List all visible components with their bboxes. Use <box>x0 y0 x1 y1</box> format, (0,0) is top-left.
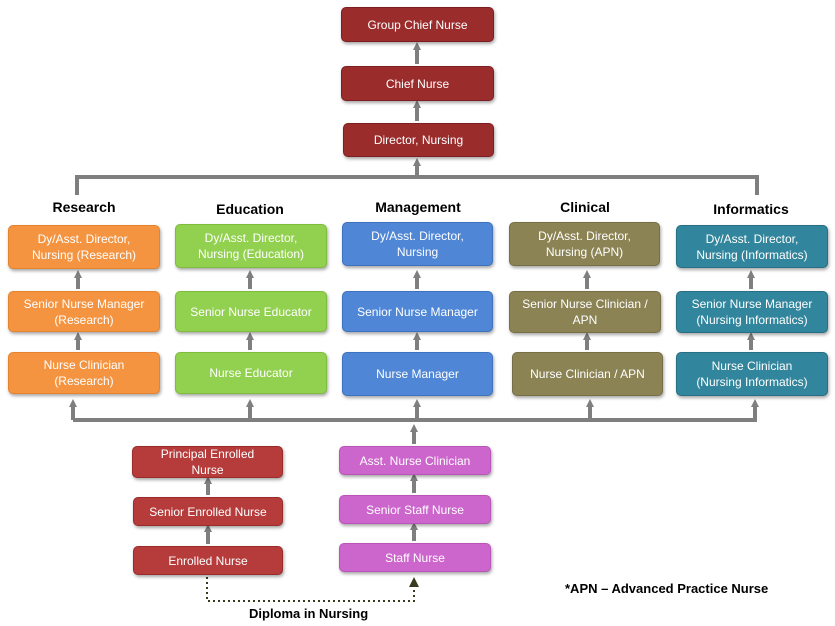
principal-enrolled-nurse-box: Principal Enrolled Nurse <box>132 446 283 478</box>
heading-research: Research <box>52 199 116 215</box>
heading-clinical: Clinical <box>560 199 610 215</box>
education-senior-educator-label: Senior Nurse Educator <box>190 304 312 319</box>
management-dy-director-label: Dy/Asst. Director, Nursing <box>371 229 464 259</box>
management-senior-manager-label: Senior Nurse Manager <box>357 304 478 319</box>
asst-nurse-clinician-label: Asst. Nurse Clinician <box>359 453 471 468</box>
research-clinician-box: Nurse Clinician (Research) <box>8 352 160 394</box>
research-senior-manager-box: Senior Nurse Manager (Research) <box>8 291 160 332</box>
principal-enrolled-nurse-label: Principal Enrolled Nurse <box>160 447 255 477</box>
senior-enrolled-nurse-box: Senior Enrolled Nurse <box>133 497 283 526</box>
staff-nurse-label: Staff Nurse <box>385 550 445 565</box>
education-educator-box: Nurse Educator <box>175 352 327 394</box>
management-manager-box: Nurse Manager <box>342 352 493 396</box>
research-clinician-label: Nurse Clinician (Research) <box>43 358 125 388</box>
top-bracket <box>75 175 759 195</box>
group-chief-nurse-box: Group Chief Nurse <box>341 7 494 42</box>
heading-informatics: Informatics <box>713 201 789 217</box>
senior-enrolled-nurse-label: Senior Enrolled Nurse <box>149 504 267 519</box>
informatics-senior-manager-box: Senior Nurse Manager (Nursing Informatic… <box>676 291 828 333</box>
informatics-dy-director-label: Dy/Asst. Director, Nursing (Informatics) <box>696 231 808 262</box>
research-dy-director-box: Dy/Asst. Director, Nursing (Research) <box>8 225 160 269</box>
education-senior-educator-box: Senior Nurse Educator <box>175 291 327 332</box>
diploma-label: Diploma in Nursing <box>249 606 369 621</box>
clinical-dy-director-label: Dy/Asst. Director, Nursing (APN) <box>538 229 631 259</box>
heading-management: Management <box>375 199 461 215</box>
apn-footnote: *APN – Advanced Practice Nurse <box>565 581 769 596</box>
director-nursing-label: Director, Nursing <box>373 133 464 147</box>
enrolled-nurse-box: Enrolled Nurse <box>133 546 283 575</box>
management-dy-director-box: Dy/Asst. Director, Nursing <box>342 222 493 266</box>
group-chief-nurse-label: Group Chief Nurse <box>367 17 468 32</box>
enrolled-nurse-label: Enrolled Nurse <box>168 553 248 568</box>
management-senior-manager-box: Senior Nurse Manager <box>342 291 493 332</box>
informatics-clinician-box: Nurse Clinician (Nursing Informatics) <box>676 352 828 396</box>
education-educator-label: Nurse Educator <box>209 366 293 380</box>
senior-staff-nurse-box: Senior Staff Nurse <box>339 495 491 524</box>
clinical-senior-clinician-box: Senior Nurse Clinician / APN <box>509 291 661 333</box>
heading-education: Education <box>216 201 284 217</box>
senior-staff-nurse-label: Senior Staff Nurse <box>366 502 464 517</box>
research-dy-director-label: Dy/Asst. Director, Nursing (Research) <box>31 232 137 262</box>
informatics-clinician-label: Nurse Clinician (Nursing Informatics) <box>696 359 808 389</box>
informatics-dy-director-box: Dy/Asst. Director, Nursing (Informatics) <box>676 225 828 268</box>
clinical-clinician-label: Nurse Clinician / APN <box>530 367 645 381</box>
education-dy-director-box: Dy/Asst. Director, Nursing (Education) <box>175 224 327 268</box>
clinical-senior-clinician-label: Senior Nurse Clinician / APN <box>522 297 648 327</box>
clinical-dy-director-box: Dy/Asst. Director, Nursing (APN) <box>509 222 660 266</box>
management-manager-label: Nurse Manager <box>376 367 459 381</box>
clinical-clinician-box: Nurse Clinician / APN <box>512 352 663 396</box>
chief-nurse-label: Chief Nurse <box>385 76 450 91</box>
staff-nurse-box: Staff Nurse <box>339 543 491 572</box>
asst-nurse-clinician-box: Asst. Nurse Clinician <box>339 446 491 475</box>
director-nursing-box: Director, Nursing <box>343 123 494 157</box>
education-dy-director-label: Dy/Asst. Director, Nursing (Education) <box>197 231 305 261</box>
diploma-path <box>206 577 419 602</box>
informatics-senior-manager-label: Senior Nurse Manager (Nursing Informatic… <box>691 297 813 327</box>
chief-nurse-box: Chief Nurse <box>341 66 494 101</box>
research-senior-manager-label: Senior Nurse Manager (Research) <box>23 296 145 327</box>
